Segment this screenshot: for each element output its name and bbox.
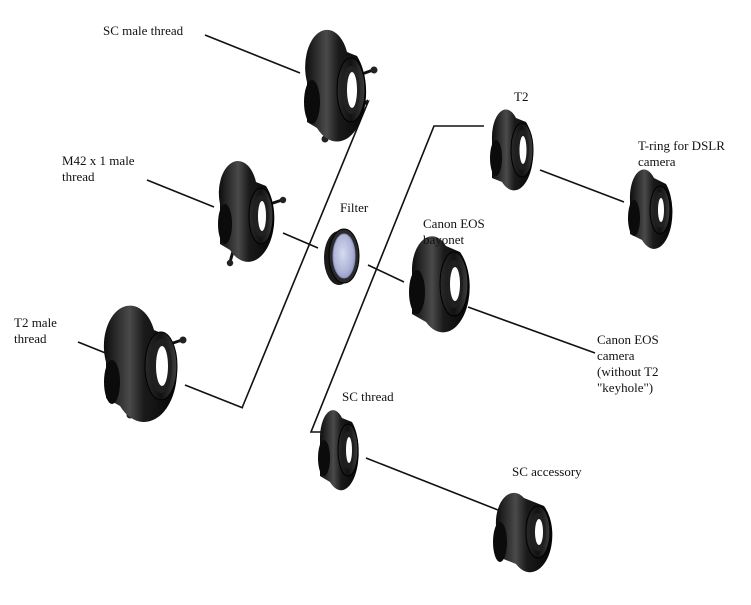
line-scthread-accessory — [365, 457, 499, 511]
label-sc-accessory: SC accessory — [512, 464, 582, 479]
line-m42-filter — [282, 232, 319, 249]
label-canon-camera-line1: Canon EOS — [597, 332, 659, 347]
line-t2-male — [77, 341, 109, 355]
bus-right — [309, 125, 484, 433]
label-filter: Filter — [340, 200, 369, 215]
label-t2: T2 — [514, 89, 528, 104]
m42-adapter-icon — [218, 161, 287, 267]
label-sc-male-thread: SC male thread — [103, 23, 184, 38]
label-canon-bayonet-line2: bayonet — [423, 232, 465, 247]
label-m42-line2: thread — [62, 169, 95, 184]
sc-thread-adapter-icon — [318, 410, 359, 491]
label-canon-camera-line2: camera — [597, 348, 635, 363]
labels: SC male thread M42 x 1 male thread T2 ma… — [14, 23, 725, 479]
canon-eos-bayonet-icon — [409, 236, 470, 333]
line-t2-tring — [539, 169, 625, 203]
line-bayonet-camera — [467, 306, 596, 354]
t2-adapter-icon — [490, 109, 534, 191]
label-t-ring-line2: camera — [638, 154, 676, 169]
label-canon-camera-line4: "keyhole") — [597, 380, 653, 395]
line-filter-bayonet — [367, 264, 405, 283]
t-ring-dslr-icon — [628, 169, 673, 249]
filter-icon — [324, 228, 360, 285]
bus-left-foot — [184, 384, 244, 409]
line-sc-male-thread — [204, 34, 301, 74]
sc-accessory-icon — [493, 492, 553, 573]
line-m42 — [146, 179, 215, 208]
label-t2-male-line1: T2 male — [14, 315, 57, 330]
label-m42-line1: M42 x 1 male — [62, 153, 135, 168]
label-canon-camera-line3: (without T2 — [597, 364, 659, 379]
label-canon-bayonet-line1: Canon EOS — [423, 216, 485, 231]
label-sc-thread: SC thread — [342, 389, 394, 404]
label-t-ring-line1: T-ring for DSLR — [638, 138, 725, 153]
sc-male-thread-adapter-icon — [304, 29, 378, 143]
label-t2-male-line2: thread — [14, 331, 47, 346]
t2-male-adapter-icon — [103, 305, 187, 422]
